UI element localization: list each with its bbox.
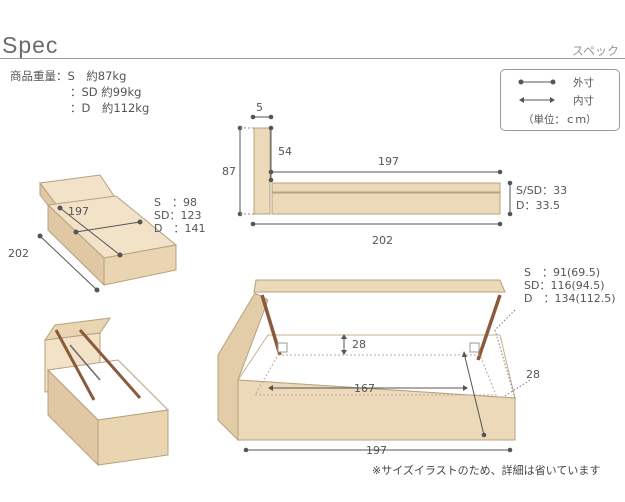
side-frame-height-sd-label: S/SD：33 bbox=[516, 184, 567, 197]
open-width-s-label: S ：91(69.5) bbox=[524, 266, 600, 279]
page-subtitle: スペック bbox=[571, 44, 619, 58]
iso-outer-length-label: 202 bbox=[8, 247, 29, 260]
header-divider bbox=[0, 58, 625, 59]
side-view-diagram bbox=[237, 114, 513, 227]
weight-line-s: 商品重量：S 約87kg bbox=[10, 69, 127, 83]
weight-spec: 商品重量：S 約87kg ：SD 約99kg ：D 約112kg bbox=[10, 68, 149, 116]
side-frame-height-d-label: D：33.5 bbox=[516, 199, 560, 212]
legend-unit-label: （単位：ｃｍ） bbox=[523, 114, 597, 126]
weight-line-sd: ：SD 約99kg bbox=[70, 85, 142, 99]
open-inner-length-label: 167 bbox=[354, 382, 375, 395]
legend-lines-icon bbox=[518, 79, 556, 103]
side-inner-length-label: 197 bbox=[378, 155, 399, 168]
legend-inner-label: 内寸 bbox=[573, 95, 594, 107]
iso-view-diagram bbox=[37, 174, 178, 293]
side-headboard bbox=[253, 127, 271, 215]
open-depth-label: 28 bbox=[352, 338, 366, 351]
open-width-sd-label: SD：116(94.5) bbox=[524, 279, 605, 292]
footnote: ※サイズイラストのため、詳細は省いています bbox=[372, 464, 601, 477]
dimension-legend: 外寸 内寸 （単位：ｃｍ） bbox=[500, 69, 620, 131]
page-title: Spec bbox=[2, 32, 59, 58]
iso-width-sd-label: SD：123 bbox=[154, 209, 201, 222]
iso-inner-length-label: 197 bbox=[68, 205, 89, 218]
side-headboard-height-label: 54 bbox=[278, 145, 292, 158]
open-width-d-label: D ：134(112.5) bbox=[524, 292, 616, 305]
iso-width-d-label: D ：141 bbox=[154, 222, 205, 235]
side-mattress bbox=[271, 182, 501, 193]
open-view-diagram bbox=[217, 279, 531, 453]
side-outer-length-label: 202 bbox=[372, 234, 393, 247]
weight-line-d: ：D 約112kg bbox=[70, 101, 150, 115]
side-frame bbox=[271, 192, 501, 215]
open-height-label: 28 bbox=[526, 368, 540, 381]
open-outer-length-label: 197 bbox=[366, 444, 387, 457]
side-height-label: 87 bbox=[222, 165, 236, 178]
legend-outer-label: 外寸 bbox=[573, 77, 594, 89]
side-width-label: 5 bbox=[256, 101, 263, 114]
iso-open-small-diagram bbox=[43, 317, 170, 467]
iso-width-s-label: S ：98 bbox=[154, 196, 197, 209]
